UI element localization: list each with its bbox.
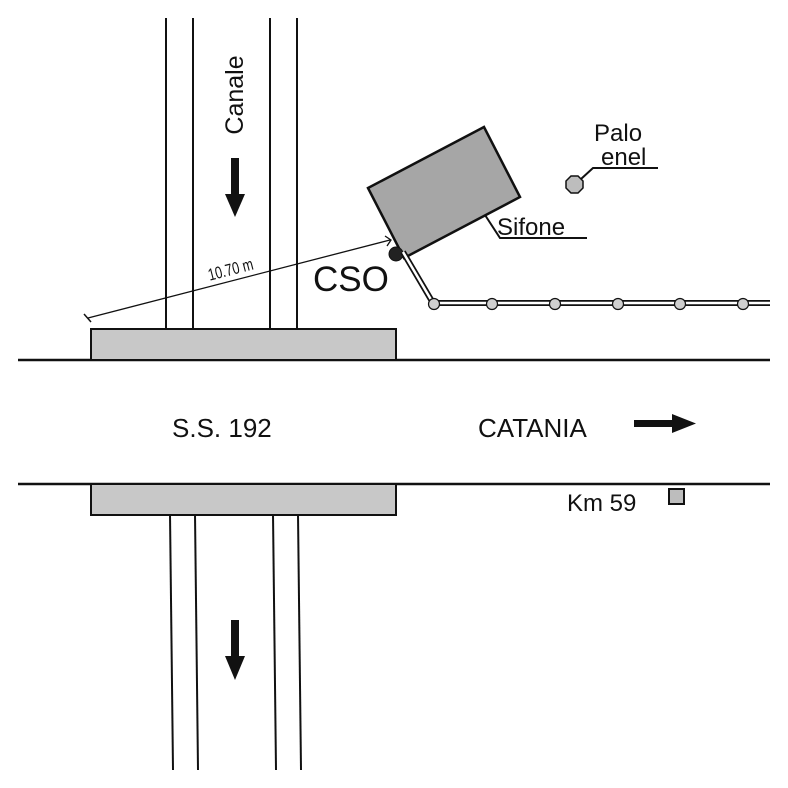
canal-lower — [169, 513, 302, 771]
cso-label: CSO — [313, 260, 389, 299]
canal-upper — [165, 18, 298, 330]
sifone-leader — [484, 214, 587, 239]
bridge-north — [90, 328, 397, 361]
canale-label: Canale — [221, 55, 249, 134]
arrow-down-icon — [225, 620, 245, 680]
octagon-pole-icon — [565, 175, 584, 194]
arrow-down-icon — [225, 158, 245, 217]
bridge-south — [90, 483, 397, 516]
km-label: Km 59 — [567, 490, 636, 517]
arrow-right-icon — [634, 414, 696, 433]
pipeline — [400, 250, 770, 306]
sifone-label: Sifone — [497, 214, 565, 241]
palo-label-line1: Palo — [594, 120, 642, 147]
pole-leader — [580, 167, 658, 180]
sifone-building — [366, 125, 522, 260]
pipeline-nodes — [427, 297, 750, 311]
road-label: S.S. 192 — [172, 413, 272, 443]
distance-measure — [83, 235, 392, 323]
palo-label-line2: enel — [601, 144, 646, 171]
square-marker-icon — [668, 488, 685, 505]
direction-label: CATANIA — [478, 413, 587, 443]
